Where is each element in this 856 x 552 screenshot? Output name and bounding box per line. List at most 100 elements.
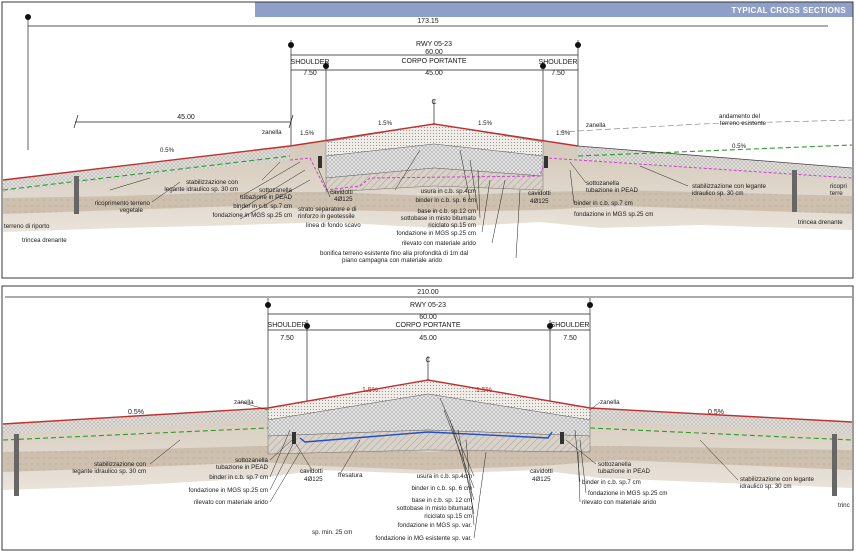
- top-dim-marker: [323, 63, 329, 69]
- top-label-stab-2: legante idraulico sp. 30 cm: [164, 186, 238, 193]
- top-label-sottozanella-r: sottozanella: [586, 180, 620, 187]
- top-label-sottobase-2: riciclato sp.15 cm: [428, 222, 476, 229]
- top-label-terreno-riporto: terreno di riporto: [4, 223, 50, 230]
- bottom-shoulder-width-right: 7.50: [563, 335, 577, 342]
- bottom-label-stab-r1: stabilizzazione con legante: [740, 476, 815, 483]
- header-title: TYPICAL CROSS SECTIONS: [732, 6, 847, 15]
- bottom-panel-border: [1, 285, 854, 551]
- bottom-dim-marker: [304, 323, 310, 329]
- top-dim-marker: [288, 42, 294, 48]
- top-shoulder-left: SHOULDER: [291, 59, 330, 66]
- top-label-usura: usura in c.b. sp.4cm: [421, 188, 476, 195]
- bottom-runway-label: RWY 05-23: [410, 302, 446, 309]
- bottom-label-fresatura: fresatura: [338, 472, 363, 479]
- top-slope-2: 1.5%: [300, 130, 315, 137]
- header-bar: [255, 2, 853, 17]
- bottom-cable-duct-right: [560, 432, 564, 444]
- top-overall-width: 173.15: [417, 18, 439, 25]
- top-label-ricoprimento-1: ricoprimento terreno: [95, 200, 151, 207]
- top-side-tick: [288, 114, 294, 129]
- top-side-width: 45.00: [177, 114, 195, 121]
- top-runway-label: RWY 05-23: [416, 41, 452, 48]
- bottom-slope-3: 1.5%: [476, 387, 492, 394]
- top-label-linea-fondo: linea di fondo scavo: [306, 222, 361, 229]
- bottom-label-cavidotti-n: 4Ø125: [304, 476, 323, 483]
- bottom-overall-width: 210.00: [417, 289, 439, 296]
- bottom-label-rilevato-r: rilevato con materiale arido: [582, 499, 657, 506]
- bottom-label-stab-1: stabilizzazione con: [94, 461, 146, 468]
- bottom-leaders: [149, 397, 739, 539]
- bottom-label-cavidotti: cavidotti: [300, 468, 323, 475]
- bottom-shoulder-left: SHOULDER: [268, 322, 307, 329]
- bottom-label-base: base in c.b. sp. 12 cm: [412, 497, 472, 504]
- bottom-label-binder: binder in c.b. sp.7 cm: [209, 474, 268, 481]
- bottom-runway-width: 60.00: [419, 314, 437, 321]
- bottom-shoulder-width-left: 7.50: [280, 335, 294, 342]
- bottom-shoulder-right: SHOULDER: [551, 322, 590, 329]
- top-runway-width: 60.00: [425, 49, 443, 56]
- top-panel-border: [1, 1, 854, 279]
- bottom-corpo-label: CORPO PORTANTE: [395, 322, 460, 329]
- top-shoulder-width-right: 7.50: [551, 70, 565, 77]
- top-label-binder-c: binder in c.b. sp. 6 cm: [415, 197, 476, 204]
- top-label-cavidotti: cavidotti: [330, 189, 353, 196]
- bottom-right-side-layer: [590, 408, 852, 434]
- top-label-fond-c: fondazione in MGS sp.25 cm: [397, 230, 476, 237]
- bottom-label-spmin: sp. min. 25 cm: [312, 529, 352, 536]
- top-slope-5: 1.5%: [556, 130, 571, 137]
- top-pavement-foundation: [325, 167, 544, 193]
- bottom-label-cavidotti-r: cavidotti: [530, 468, 553, 475]
- bottom-slope-1: 0.5%: [128, 409, 144, 416]
- top-centerline-label: C: [431, 99, 436, 106]
- top-label-sottozanella: sottozanella: [259, 187, 293, 194]
- top-trench-left: [74, 176, 79, 214]
- bottom-label-binder-r: binder in c.b. sp.7 cm: [582, 479, 641, 486]
- top-leaders: [109, 149, 689, 259]
- bottom-section-panel: 210.00 RWY 05-23 60.00 CORPO PORTANTE 45…: [1, 285, 854, 551]
- bottom-label-cavidotti-rn: 4Ø125: [532, 476, 551, 483]
- top-stab-right: [577, 144, 853, 157]
- top-slope-6: 0.5%: [732, 143, 747, 150]
- bottom-label-binder-c: binder in c.b. sp. 6 cm: [411, 485, 472, 492]
- top-label-ricop-r2: terre: [830, 190, 843, 197]
- bottom-cable-duct-left: [292, 432, 296, 444]
- bottom-label-sottozanella: sottozanella: [235, 457, 269, 464]
- top-label-stab-1: stabilizzazione con: [186, 179, 238, 186]
- top-dim-marker: [25, 14, 31, 20]
- top-label-tubazione-r: tubazione in PEAD: [586, 187, 638, 194]
- bottom-label-stab-r2: idraulico sp. 30 cm: [740, 483, 792, 490]
- top-shoulder-width-left: 7.50: [303, 70, 317, 77]
- top-label-zanella-left: zanella: [262, 129, 282, 136]
- bottom-label-sottobase-2: riciclato sp.15 cm: [424, 513, 472, 520]
- top-label-stab-r2: idraulico sp. 30 cm: [692, 190, 744, 197]
- top-corpo-label: CORPO PORTANTE: [401, 58, 466, 65]
- top-shoulder-right: SHOULDER: [539, 59, 578, 66]
- bottom-label-usura: usura in c.b. sp.4cm: [417, 473, 472, 480]
- top-label-trincea-right: trincea drenante: [798, 219, 843, 226]
- top-label-fondazione: fondazione in MGS sp.25 cm: [213, 212, 292, 219]
- top-excavation-line: [289, 157, 853, 191]
- top-label-ricop-r1: ricopri: [830, 183, 847, 190]
- top-surface-right: [577, 145, 853, 169]
- top-stab-left: [2, 155, 291, 191]
- top-label-sottobase-1: sottobase in misto bitumato: [401, 215, 477, 222]
- top-label-bonifica-2: piano campagna con materiale arido: [342, 257, 443, 264]
- top-slope-4: 1.5%: [478, 120, 493, 127]
- top-label-stab-r1: stabilizzazione con legante: [692, 183, 767, 190]
- bottom-soil-band: [3, 446, 852, 472]
- top-label-andamento-1: andamento del: [719, 113, 760, 120]
- bottom-stab-right: [589, 427, 853, 441]
- top-surface: [2, 123, 579, 181]
- bottom-label-trincea-right: trinc: [838, 502, 850, 509]
- bottom-label-fond-var: fondazione in MGS sp. var.: [398, 522, 473, 529]
- bottom-left-side-layer: [3, 408, 268, 434]
- top-cable-duct-right: [544, 156, 548, 168]
- bottom-label-tubazione: tubazione in PEAD: [216, 464, 268, 471]
- top-label-fond-r: fondazione in MGS sp.25 cm: [574, 211, 653, 218]
- bottom-label-fond-mg: fondazione in MG esistente sp. var.: [375, 535, 472, 542]
- bottom-label-zanella-left: zanella: [234, 399, 254, 406]
- top-label-binder-r: binder in c.b. sp.7 cm: [574, 200, 633, 207]
- bottom-slope-4: 0.5%: [708, 409, 724, 416]
